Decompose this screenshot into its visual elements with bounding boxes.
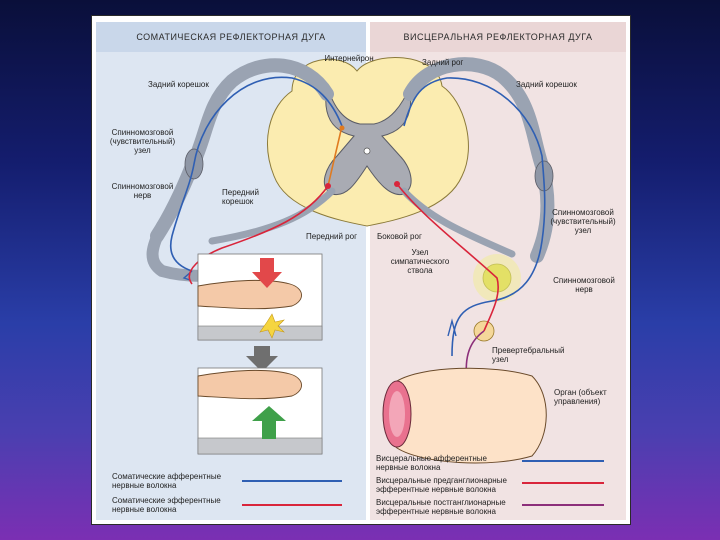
legend-visceral-post-label: Висцеральные постганглионарные эфферентн…: [376, 498, 506, 516]
sequence-arrow-icon: [246, 356, 278, 372]
visceral-afferent-fiber: [403, 77, 546, 357]
finger-top: [197, 279, 302, 310]
legend-somatic-afferent-label: Соматические афферентные нервные волокна: [112, 472, 222, 490]
spinal-nerve-left-label: Спинномозговой нерв: [111, 182, 174, 200]
visceral-arc-title: ВИСЦЕРАЛЬНАЯ РЕФЛЕКТОРНАЯ ДУГА: [370, 22, 626, 52]
somatic-efferent-fiber: [188, 185, 329, 285]
ventral-horn-label: Передний рог: [306, 232, 357, 241]
heat-star-icon: [259, 313, 285, 339]
spinal-ganglion-left-label: Спинномозговой (чувствительный) узел: [109, 128, 176, 155]
lateral-horn-label: Боковой рог: [377, 232, 422, 241]
right-ventral-root: [400, 187, 516, 258]
right-dorsal-root: [403, 57, 555, 263]
prevertebral-ganglion-label: Превертебральный узел: [492, 346, 565, 364]
legend-somatic-efferent-label: Соматические эфферентные нервные волокна: [112, 496, 221, 514]
hot-surface: [197, 325, 323, 341]
effector-organ-label: Орган (объект управления): [554, 388, 607, 406]
stimulus-arrow-icon: [260, 258, 274, 272]
legend-visceral-pre-label: Висцеральные предганглионарные эфферентн…: [376, 476, 507, 494]
visceral-preganglionic-fiber: [396, 183, 499, 332]
legend-visceral-afferent-swatch: [522, 460, 604, 462]
legend-somatic-afferent-swatch: [242, 480, 342, 482]
withdraw-arrow-icon: [262, 421, 276, 439]
somatic-arc-title: СОМАТИЧЕСКАЯ РЕФЛЕКТОРНАЯ ДУГА: [96, 22, 366, 52]
dorsal-root-right-label: Задний корешок: [516, 80, 577, 89]
interneuron-fiber: [327, 125, 343, 187]
finger-bottom: [197, 369, 302, 400]
legend-visceral-post-swatch: [522, 504, 604, 506]
dorsal-root-left-label: Задний корешок: [148, 80, 209, 89]
left-dorsal-root: [150, 58, 334, 243]
figure-frame: СОМАТИЧЕСКАЯ РЕФЛЕКТОРНАЯ ДУГА ВИСЦЕРАЛЬ…: [91, 15, 631, 525]
legend-visceral-afferent-label: Висцеральные афферентные нервные волокна: [376, 454, 487, 472]
reflex-arc-illustration: [146, 57, 555, 464]
legend-somatic-efferent-swatch: [242, 504, 342, 506]
interneuron-label: Интернейрон: [324, 54, 374, 63]
ventral-root-label: Передний корешок: [222, 188, 259, 206]
central-canal: [363, 147, 371, 155]
legend-visceral-pre-swatch: [522, 482, 604, 484]
somatic-afferent-fiber: [170, 76, 343, 272]
dorsal-horn-label: Задний рог: [422, 58, 464, 67]
spinal-ganglion-right-label: Спинномозговой (чувствительный) узел: [550, 208, 616, 235]
spinal-nerve-right-label: Спинномозговой нерв: [553, 276, 615, 294]
sympathetic-ganglion-label: Узел симпатического ствола: [390, 248, 450, 275]
